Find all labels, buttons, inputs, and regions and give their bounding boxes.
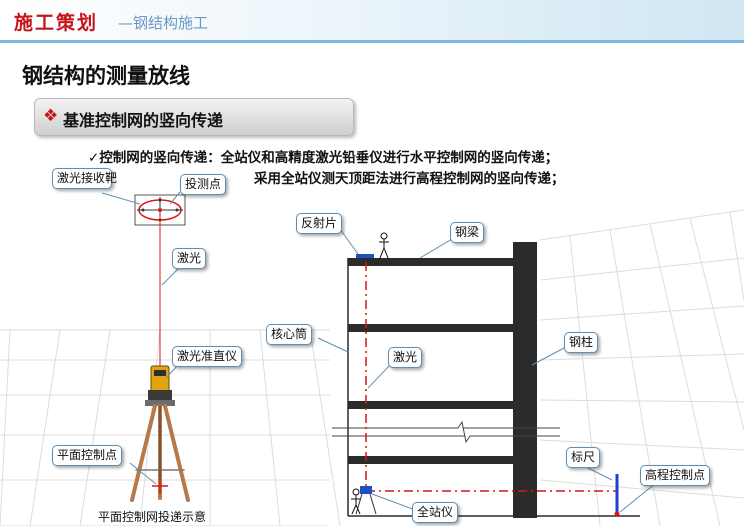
callout-staff: 标尺 bbox=[566, 447, 601, 468]
callout-laser-target: 激光接收靶 bbox=[52, 168, 117, 189]
callout-laser-right: 激光 bbox=[388, 347, 423, 368]
check-icon: ✓ bbox=[88, 150, 100, 166]
break-lines bbox=[332, 420, 560, 444]
callout-projection-point: 投测点 bbox=[180, 174, 227, 195]
header-divider bbox=[0, 40, 744, 43]
header-title: 施工策划 bbox=[14, 12, 99, 34]
elevation-control-point-mark bbox=[614, 511, 620, 517]
steel-column bbox=[513, 242, 537, 518]
reflector-plate bbox=[356, 254, 374, 258]
callout-laser-plumb: 激光准直仪 bbox=[172, 346, 243, 367]
description-line-2: 采用全站仪测天顶距法进行高程控制网的竖向传递； bbox=[254, 171, 565, 187]
callout-plane-control-point: 平面控制点 bbox=[52, 445, 123, 466]
laser-plumb-instrument bbox=[145, 365, 175, 406]
header-subtitle: —钢结构施工 bbox=[118, 14, 209, 32]
header-bar: 施工策划 —钢结构施工 bbox=[0, 0, 744, 40]
perspective-grid-right bbox=[539, 209, 744, 526]
diagram-caption: 平面控制网投递示意 bbox=[98, 510, 207, 524]
section-title: 基准控制网的竖向传递 bbox=[63, 111, 224, 130]
plane-control-point-mark bbox=[152, 478, 168, 494]
callout-elevation-control-point: 高程控制点 bbox=[640, 465, 711, 486]
callout-steel-column: 钢柱 bbox=[564, 332, 599, 353]
diamond-bullet-icon: ❖ bbox=[43, 106, 59, 126]
callout-total-station: 全站仪 bbox=[412, 502, 459, 523]
callout-reflector: 反射片 bbox=[296, 213, 343, 234]
description-line-1: ✓控制网的竖向传递：全站仪和高精度激光铅垂仪进行水平控制网的竖向传递； bbox=[88, 146, 558, 166]
callout-core-tube: 核心筒 bbox=[266, 324, 313, 345]
surveyor-figure-top bbox=[379, 232, 389, 259]
section-heading: ❖ 基准控制网的竖向传递 bbox=[34, 98, 354, 136]
description-text-1: 控制网的竖向传递：全站仪和高精度激光铅垂仪进行水平控制网的竖向传递； bbox=[99, 150, 559, 166]
callout-steel-beam: 钢梁 bbox=[450, 222, 485, 243]
callout-laser-left: 激光 bbox=[172, 248, 207, 269]
total-station-instrument bbox=[355, 486, 377, 515]
steel-beams bbox=[348, 258, 514, 464]
page-title: 钢结构的测量放线 bbox=[22, 64, 190, 88]
surveyor-figure-bottom bbox=[351, 488, 361, 515]
right-callout-pointers bbox=[317, 228, 657, 513]
